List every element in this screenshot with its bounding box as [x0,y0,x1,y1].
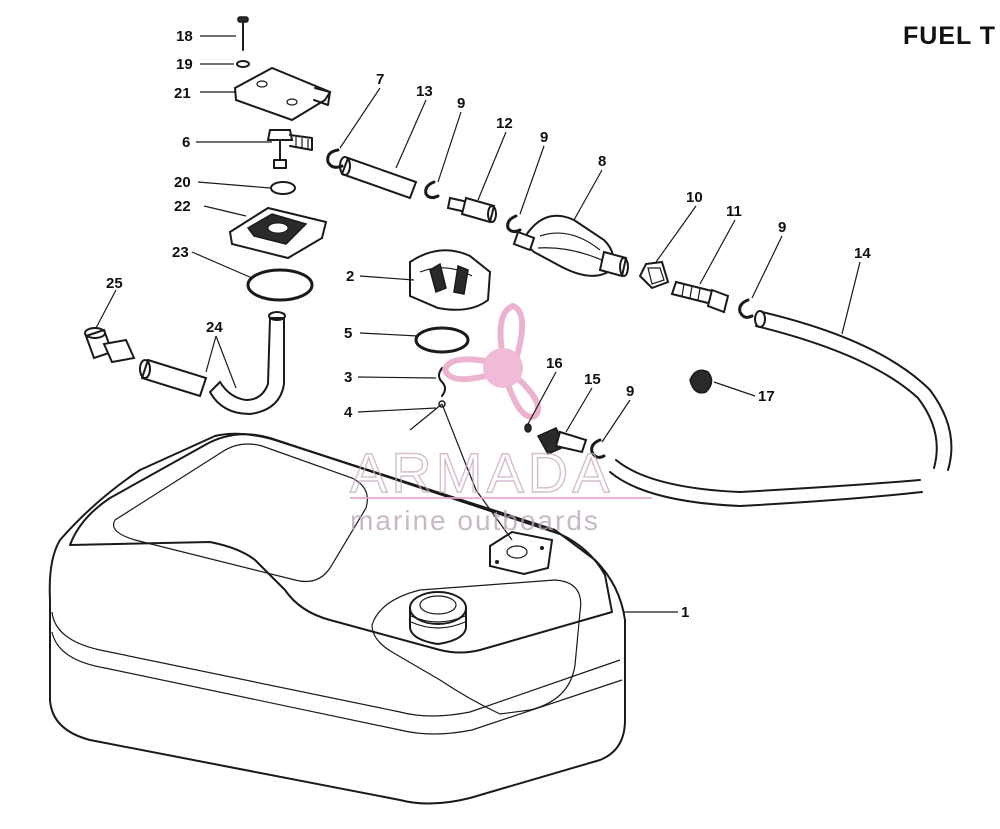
armada-watermark: ARMADA marine outboards [349,302,652,536]
o-ring-small [270,181,296,195]
fuel-fitting-elbow [266,129,313,169]
callout-9a: 9 [457,95,465,112]
primer-bulb [512,214,629,278]
fuel-line-hose [609,310,953,507]
pickup-hoses [139,311,286,416]
callout-24: 24 [206,319,223,336]
callout-4: 4 [344,404,353,421]
callout-12: 12 [496,115,513,132]
watermark-tagline: marine outboards [350,505,600,536]
callout-16: 16 [546,355,563,372]
callout-19: 19 [176,56,193,73]
callout-5: 5 [344,325,352,342]
hose-connector [670,280,730,314]
callout-9d: 9 [626,383,634,400]
callout-23: 23 [172,244,189,261]
check-valve [446,196,497,224]
hose-clip [689,369,713,394]
callout-2: 2 [346,268,354,285]
hose-clamp-9d [590,438,606,459]
watermark-brand: ARMADA [350,441,614,504]
callout-10: 10 [686,189,703,206]
callout-labels: 1 2 3 4 5 6 7 8 9 9 9 9 9 10 11 12 13 14… [106,28,871,621]
callout-20-21: 21 [174,85,191,102]
coupling-nut [638,260,670,290]
callout-7: 7 [376,71,384,88]
callout-3: 3 [344,369,352,386]
hose-clamp-9a [424,180,440,200]
callout-13: 13 [416,83,433,100]
callout-6: 6 [182,134,190,151]
fuel-tank [48,432,626,805]
propeller-logo-icon [441,302,542,420]
cap-seal [414,326,470,354]
callout-17: 17 [758,388,775,405]
connector-tube [339,156,418,200]
leader-lines [95,35,861,613]
hose-clamp-9c [738,298,754,319]
callout-1: 1 [681,604,689,621]
hose-clamp-7 [326,148,344,169]
callout-25: 25 [106,275,123,292]
callout-8: 8 [598,153,606,170]
small-o-ring-16 [524,423,532,433]
callout-20: 20 [174,174,191,191]
callout-14: 14 [854,245,871,262]
tank-connector [536,427,588,455]
fuel-filter [84,327,136,364]
hose-clamp-9b [506,214,522,234]
diagram-title: FUEL T [903,22,996,50]
callout-18: 18 [176,28,193,45]
callout-9b: 9 [540,129,548,146]
vent-cap [409,249,492,311]
gasket [246,268,314,302]
callout-15: 15 [584,371,601,388]
callout-9c: 9 [778,219,786,236]
bracket-assembly [233,16,332,122]
pickup-plate [228,206,328,260]
callout-22: 22 [174,198,191,215]
callout-11: 11 [726,203,742,220]
